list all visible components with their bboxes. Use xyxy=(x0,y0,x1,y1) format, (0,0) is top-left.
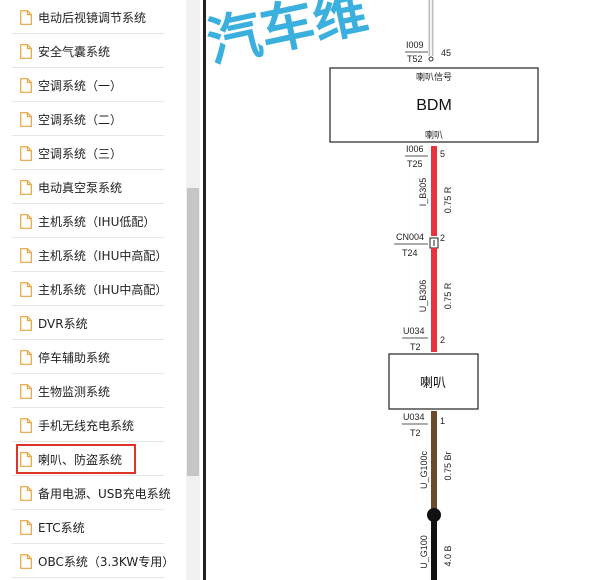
sidebar-item-4[interactable]: 空调系统（三） xyxy=(12,137,164,170)
file-icon xyxy=(20,417,32,433)
wiring-diagram: 汽车维 I009 T52 45 喇叭信号 BDM 喇叭 I006 T25 5 I… xyxy=(206,0,604,580)
horn-component-box xyxy=(388,353,479,410)
horn-component-name: 喇叭 xyxy=(420,375,446,390)
sidebar-item-label: 生物监测系统 xyxy=(38,384,111,399)
wire3-size-label: 0.75 Br xyxy=(443,451,453,480)
file-icon xyxy=(20,145,32,161)
sidebar-item-10[interactable]: 停车辅助系统 xyxy=(12,341,164,374)
bdm-module-box xyxy=(329,67,539,143)
sidebar-item-3[interactable]: 空调系统（二） xyxy=(12,103,164,136)
sidebar-item-11[interactable]: 生物监测系统 xyxy=(12,375,164,408)
sidebar-item-label: 喇叭、防盗系统 xyxy=(38,452,123,467)
sidebar-item-label: 空调系统（二） xyxy=(38,112,123,127)
svg-text:U_B306: U_B306 xyxy=(418,280,428,313)
sidebar-item-label: 电动真空泵系统 xyxy=(38,180,123,195)
sidebar-item-12[interactable]: 手机无线充电系统 xyxy=(12,409,164,442)
sidebar-item-6[interactable]: 主机系统（IHU低配） xyxy=(12,205,164,238)
sidebar-item-label: 电动后视镜调节系统 xyxy=(38,10,147,25)
file-icon xyxy=(20,247,32,263)
file-icon xyxy=(20,451,32,467)
svg-text:0.75 R: 0.75 R xyxy=(443,186,453,213)
conn-u034-top-name: T2 xyxy=(410,342,421,352)
file-icon xyxy=(20,315,32,331)
wire3-code-label: U_G100c xyxy=(419,450,429,489)
svg-text:U_G100: U_G100 xyxy=(419,535,429,569)
file-icon xyxy=(20,111,32,127)
conn-u034-bottom-pin: 1 xyxy=(440,416,445,426)
top-connector-name: T52 xyxy=(407,54,423,64)
svg-text:U_G100c: U_G100c xyxy=(419,450,429,489)
sidebar-item-label: 手机无线充电系统 xyxy=(38,418,135,433)
file-icon xyxy=(20,9,32,25)
sidebar-item-1[interactable]: 安全气囊系统 xyxy=(12,35,164,68)
svg-text:I_B305: I_B305 xyxy=(418,178,428,207)
conn-u034-bottom-name: T2 xyxy=(410,428,421,438)
wire4-size-label: 4.0 B xyxy=(443,545,453,566)
scrollbar-thumb[interactable] xyxy=(187,188,199,476)
sidebar-item-16[interactable]: OBC系统（3.3KW专用） xyxy=(12,545,174,578)
wiring-diagram-canvas: 汽车维 I009 T52 45 喇叭信号 BDM 喇叭 I006 T25 5 I… xyxy=(206,0,539,580)
sidebar-item-9[interactable]: DVR系统 xyxy=(12,307,164,340)
sidebar-item-7[interactable]: 主机系统（IHU中高配） xyxy=(12,239,168,272)
conn-u034-top-pin: 2 xyxy=(440,335,445,345)
file-icon xyxy=(20,349,32,365)
sidebar-item-2[interactable]: 空调系统（一） xyxy=(12,69,164,102)
sidebar-item-8[interactable]: 主机系统（IHU中高配） xyxy=(12,273,168,306)
file-icon xyxy=(20,281,32,297)
sidebar-item-label: 安全气囊系统 xyxy=(38,44,111,59)
file-icon xyxy=(20,213,32,229)
sidebar-item-label: OBC系统（3.3KW专用） xyxy=(38,554,175,569)
svg-text:0.75 Br: 0.75 Br xyxy=(443,451,453,480)
sidebar-item-13[interactable]: 喇叭、防盗系统 xyxy=(12,443,164,476)
bdm-signal-label: 喇叭信号 xyxy=(416,71,452,82)
file-icon xyxy=(20,43,32,59)
watermark-text: 汽车维 xyxy=(206,0,373,74)
conn-i006-id: I006 xyxy=(406,144,424,154)
conn-cn004-name: T24 xyxy=(402,248,418,258)
sidebar-item-14[interactable]: 备用电源、USB充电系统 xyxy=(12,477,171,510)
bdm-module-name: BDM xyxy=(416,97,452,114)
file-icon xyxy=(20,77,32,93)
sidebar-item-label: 空调系统（三） xyxy=(38,146,123,161)
sidebar-item-label: DVR系统 xyxy=(38,316,88,331)
bdm-pin-label: 喇叭 xyxy=(425,129,443,140)
panel-divider[interactable] xyxy=(203,0,206,580)
sidebar-item-label: 备用电源、USB充电系统 xyxy=(38,486,171,501)
sidebar-item-label: ETC系统 xyxy=(38,520,85,535)
sidebar-item-label: 主机系统（IHU中高配） xyxy=(38,248,168,263)
conn-cn004-pin: 2 xyxy=(440,233,445,243)
svg-text:0.75 R: 0.75 R xyxy=(443,282,453,309)
wire2-size-label: 0.75 R xyxy=(443,282,453,309)
conn-u034-bottom-id: U034 xyxy=(403,412,425,422)
wire4-code-label: U_G100 xyxy=(419,535,429,569)
conn-cn004-id: CN004 xyxy=(396,232,424,242)
file-icon xyxy=(20,383,32,399)
file-icon xyxy=(20,553,32,569)
sidebar-item-label: 空调系统（一） xyxy=(38,78,123,93)
file-icon xyxy=(20,179,32,195)
conn-i006-name: T25 xyxy=(407,159,423,169)
sidebar-item-15[interactable]: ETC系统 xyxy=(12,511,164,544)
top-connector-id: I009 xyxy=(406,40,424,50)
file-icon xyxy=(20,519,32,535)
top-connector-pin: 45 xyxy=(441,48,451,58)
top-pin-marker xyxy=(428,56,434,62)
file-icon xyxy=(20,485,32,501)
wire1-size-label: 0.75 R xyxy=(443,186,453,213)
wire2-code-label: U_B306 xyxy=(418,280,428,313)
sidebar-item-label: 主机系统（IHU中高配） xyxy=(38,282,168,297)
sidebar-item-label: 主机系统（IHU低配） xyxy=(38,214,156,229)
conn-i006-pin: 5 xyxy=(440,149,445,159)
sidebar: 电动后视镜调节系统安全气囊系统空调系统（一） 空调系统（二） 空调系统（三） 电动真空… xyxy=(0,0,204,580)
svg-text:4.0 B: 4.0 B xyxy=(443,545,453,566)
sidebar-scrollbar[interactable] xyxy=(186,0,200,580)
conn-u034-top-id: U034 xyxy=(403,326,425,336)
sidebar-item-5[interactable]: 电动真空泵系统 xyxy=(12,171,164,204)
wire1-code-label: I_B305 xyxy=(418,178,428,207)
sidebar-item-0[interactable]: 电动后视镜调节系统 xyxy=(12,1,164,34)
sidebar-item-label: 停车辅助系统 xyxy=(38,350,111,365)
